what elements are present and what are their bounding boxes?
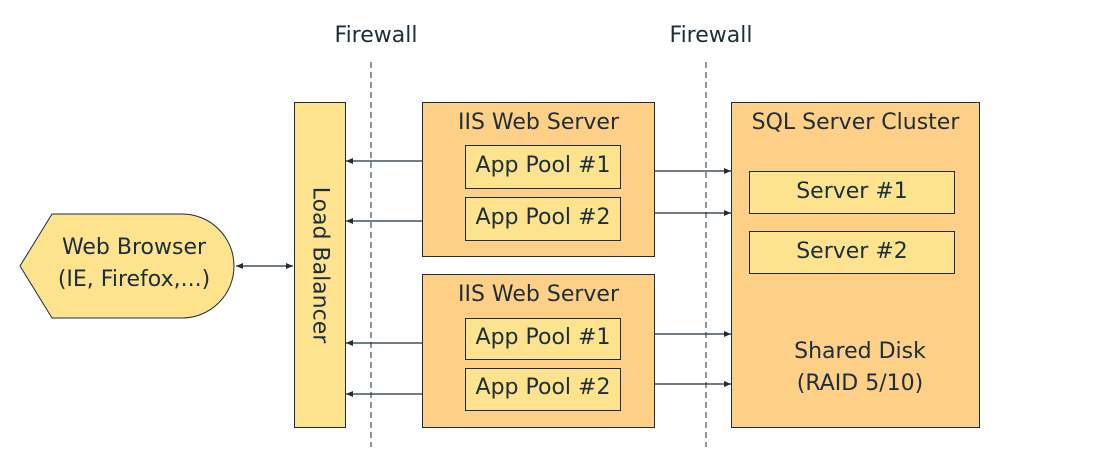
web-browser-subtitle: (IE, Firefox,...) (57, 267, 211, 292)
app-pool-box: App Pool #1 (465, 145, 621, 189)
app-pool-box: App Pool #1 (465, 318, 621, 360)
app-pool-label: App Pool #1 (475, 153, 611, 178)
load-balancer-label: Load Balancer (307, 186, 333, 344)
shared-disk: Shared Disk (RAID 5/10) (758, 336, 962, 400)
sql-server-box: Server #2 (749, 231, 955, 274)
iis-web-server-title: IIS Web Server (457, 282, 620, 307)
app-pool-label: App Pool #1 (475, 325, 611, 350)
web-browser-title: Web Browser (61, 235, 207, 260)
sql-server-label: Server #2 (796, 239, 908, 264)
sql-server-box: Server #1 (749, 171, 955, 214)
shared-disk-title: Shared Disk (794, 339, 926, 364)
sql-cluster-title: SQL Server Cluster (751, 110, 960, 135)
iis-web-server-title: IIS Web Server (457, 110, 620, 135)
shared-disk-subtitle: (RAID 5/10) (796, 371, 924, 396)
firewall-label-2: Firewall (669, 23, 753, 48)
web-browser: Web Browser (IE, Firefox,...) (36, 232, 232, 296)
load-balancer: Load Balancer (294, 102, 346, 428)
app-pool-box: App Pool #2 (465, 368, 621, 411)
app-pool-label: App Pool #2 (475, 375, 611, 400)
sql-server-label: Server #1 (796, 179, 908, 204)
app-pool-label: App Pool #2 (475, 205, 611, 230)
web-browser-shape (19, 213, 235, 319)
app-pool-box: App Pool #2 (465, 197, 621, 241)
firewall-label-1: Firewall (334, 23, 418, 48)
